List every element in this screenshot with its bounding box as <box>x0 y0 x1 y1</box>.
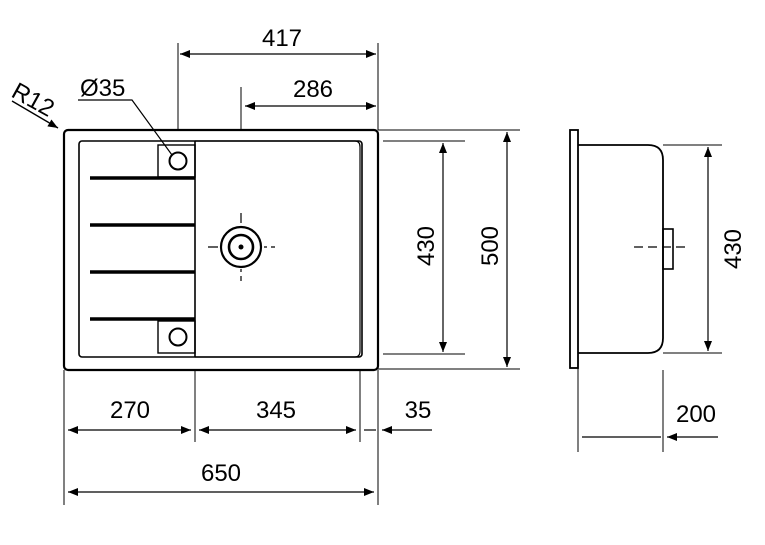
radius-leader <box>11 100 59 129</box>
tap-hole-top <box>157 144 196 178</box>
sink-outer-outline <box>62 128 380 372</box>
dim-286: 286 <box>293 76 333 103</box>
tap-hole-plate <box>157 144 196 178</box>
side-drain-outlet <box>662 228 674 270</box>
dim-side-430: 430 <box>720 229 747 269</box>
radius-label: R12 <box>7 78 59 123</box>
tap-hole-circle <box>168 151 188 171</box>
dim-345: 345 <box>256 397 296 424</box>
tap-hole-bottom <box>157 320 196 354</box>
top-view: R12 Ø35 417 286 430 500 270 345 35 <box>7 25 520 505</box>
tap-hole-circle <box>168 327 188 347</box>
dim-270: 270 <box>110 397 150 424</box>
dim-200: 200 <box>676 401 716 428</box>
hole-label: Ø35 <box>80 75 125 102</box>
drain <box>208 213 275 281</box>
dim-35: 35 <box>405 397 432 424</box>
bowl-outline <box>195 140 361 358</box>
tap-hole-plate <box>157 320 196 354</box>
drain-inner-ring <box>227 233 255 261</box>
hole-leader <box>78 99 173 156</box>
side-flange <box>569 129 579 369</box>
dim-430: 430 <box>413 226 440 266</box>
side-bowl-body <box>578 144 664 354</box>
drainer-grooves <box>90 176 195 321</box>
dim-650: 650 <box>201 460 241 487</box>
dim-500: 500 <box>477 226 504 266</box>
drain-center <box>238 244 244 250</box>
side-view: 430 200 <box>569 129 747 452</box>
dim-417: 417 <box>262 25 302 52</box>
